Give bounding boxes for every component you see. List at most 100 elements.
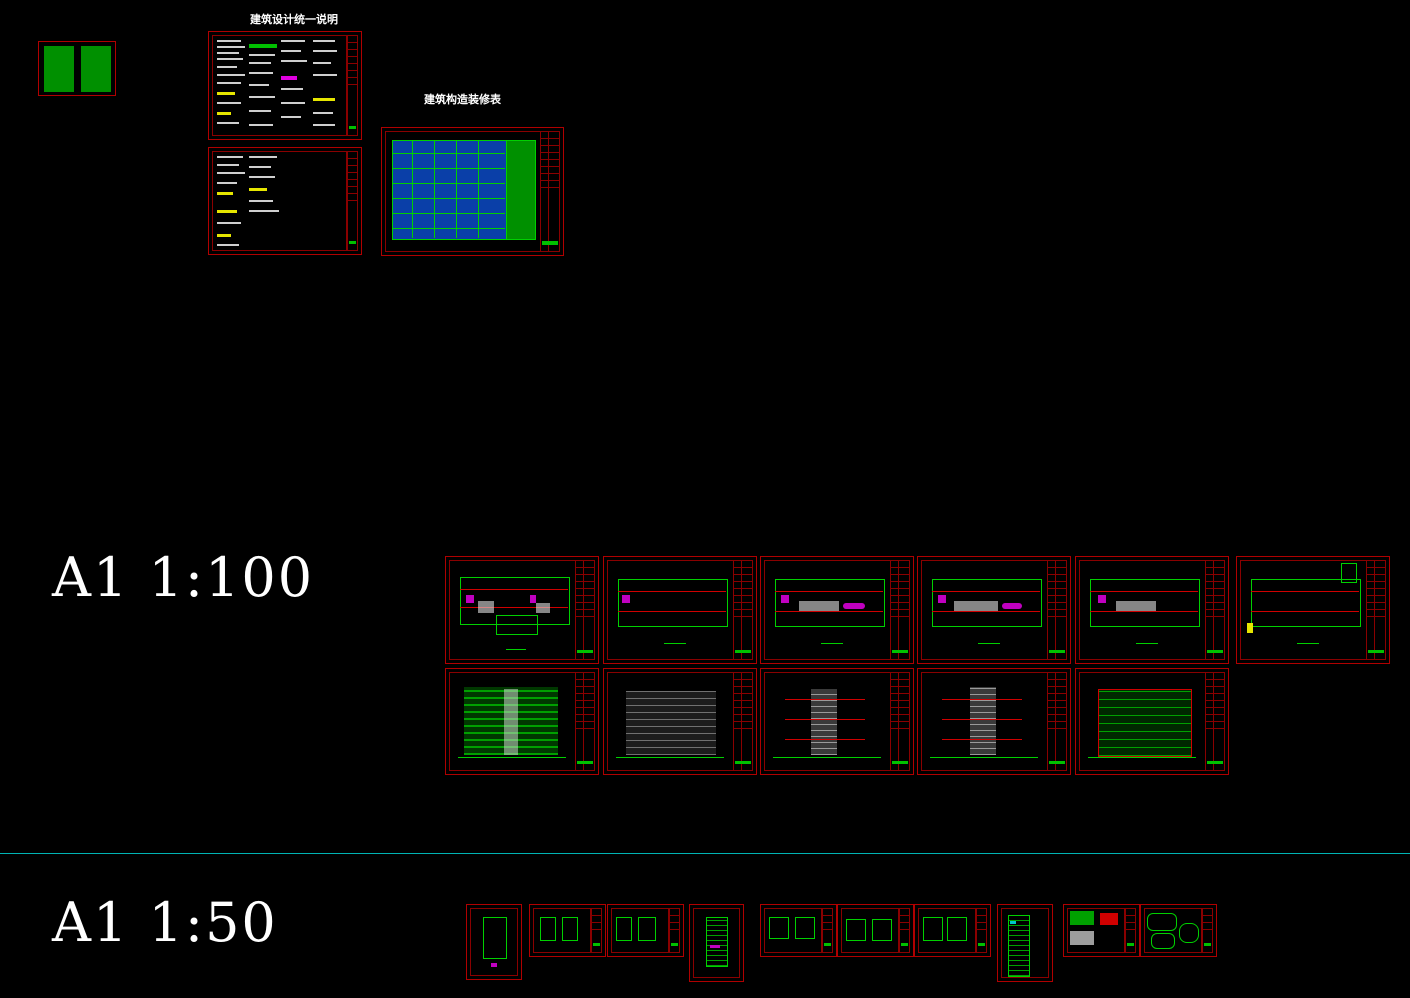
- elevation-sheet-2[interactable]: [603, 668, 757, 775]
- highlight-magenta: [281, 76, 297, 80]
- title-block: [1202, 908, 1213, 953]
- highlight-yellow: [217, 234, 231, 237]
- axis-line: [775, 611, 883, 612]
- table-col-line: [456, 140, 457, 238]
- text-line: [249, 84, 269, 86]
- detail-sheet-6[interactable]: [914, 904, 991, 957]
- design-notes-sheet-1[interactable]: [208, 31, 362, 140]
- roof-plan-sheet[interactable]: [1236, 556, 1390, 664]
- elevation-sheet-1[interactable]: [445, 668, 599, 775]
- axis-line: [1251, 611, 1359, 612]
- sheet-border: [918, 908, 976, 953]
- text-line: [217, 74, 245, 76]
- detail-outline: [1151, 933, 1175, 949]
- text-line: [281, 102, 305, 104]
- room-block: [938, 595, 946, 603]
- detail-sheet-2[interactable]: [529, 904, 606, 957]
- finish-table-heading: 建筑构造装修表: [424, 93, 501, 106]
- scale-label-1-50: A1 1:50: [52, 891, 278, 954]
- floor-plan-sheet-5[interactable]: [1075, 556, 1229, 664]
- sheet-border: [607, 560, 742, 660]
- side-facade: [811, 689, 837, 755]
- floor-plan-sheet-3[interactable]: [760, 556, 914, 664]
- floor-plan-outline: [460, 577, 570, 625]
- detail-sheet-3[interactable]: [607, 904, 684, 957]
- ground-line: [616, 757, 724, 758]
- floor-plan-outline: [618, 579, 728, 627]
- title-block: [890, 560, 910, 660]
- table-row-line: [392, 183, 505, 184]
- finish-table-sheet[interactable]: [381, 127, 564, 256]
- sheet-border: [921, 560, 1056, 660]
- title-block: [1366, 560, 1386, 660]
- text-line: [249, 210, 279, 212]
- table-col-line: [434, 140, 435, 238]
- axis-line: [460, 589, 568, 590]
- floor-plan-outline: [932, 579, 1042, 627]
- title-block: [347, 151, 358, 251]
- title-block: [1125, 908, 1136, 953]
- sheet-border: [212, 151, 347, 251]
- stair-core: [1341, 563, 1357, 583]
- design-notes-sheet-2[interactable]: [208, 147, 362, 255]
- title-block: [976, 908, 987, 953]
- table-row-line: [392, 168, 505, 169]
- drawing-index-sheet[interactable]: [38, 41, 116, 96]
- text-line: [313, 50, 337, 52]
- stair-detail-sheet-2[interactable]: [997, 904, 1053, 982]
- floor-plan-sheet-2[interactable]: [603, 556, 757, 664]
- detail-sheet-1[interactable]: [466, 904, 522, 980]
- sheet-border: [764, 560, 899, 660]
- floor-plan-sheet-1[interactable]: [445, 556, 599, 664]
- section-sheet[interactable]: [1075, 668, 1229, 775]
- legend-table: [506, 140, 536, 240]
- sheet-border: [1079, 560, 1214, 660]
- highlight-yellow: [249, 188, 267, 191]
- text-line: [281, 60, 307, 62]
- axis-line: [775, 591, 883, 592]
- text-line: [281, 50, 301, 52]
- sheet-caption: [506, 649, 526, 650]
- stair-detail-sheet-1[interactable]: [689, 904, 744, 982]
- detail-mark: [710, 945, 720, 948]
- detail-sheet-5[interactable]: [837, 904, 914, 957]
- text-line: [313, 62, 331, 64]
- detail-sheet-8[interactable]: [1140, 904, 1217, 957]
- furniture-block: [799, 601, 839, 611]
- room-block: [466, 595, 474, 603]
- meeting-table: [843, 603, 865, 609]
- text-line: [217, 46, 245, 48]
- axis-line: [932, 591, 1040, 592]
- finish-table-grid: [392, 140, 507, 240]
- ground-line: [773, 757, 881, 758]
- title-block: [1205, 560, 1225, 660]
- title-block: [347, 35, 358, 136]
- room-block: [622, 595, 630, 603]
- index-table-right: [81, 46, 111, 92]
- floor-plan-outline: [1090, 579, 1200, 627]
- room-block: [1098, 595, 1106, 603]
- detail-sheet-7[interactable]: [1063, 904, 1140, 957]
- side-facade: [970, 687, 996, 755]
- sheet-border: [385, 131, 549, 252]
- highlight-green: [249, 44, 277, 48]
- room-block: [530, 595, 536, 603]
- title-block: [540, 131, 560, 252]
- furniture-block: [1116, 601, 1156, 611]
- detail-outline: [795, 917, 815, 939]
- floor-plan-sheet-4[interactable]: [917, 556, 1071, 664]
- text-line: [217, 164, 239, 166]
- title-block: [591, 908, 602, 953]
- side-elevation-sheet-2[interactable]: [917, 668, 1071, 775]
- sheet-caption: [664, 643, 686, 644]
- detail-outline: [483, 917, 507, 959]
- sheet-caption: [978, 643, 1000, 644]
- text-line: [217, 182, 237, 184]
- side-elevation-sheet-1[interactable]: [760, 668, 914, 775]
- detail-sheet-4[interactable]: [760, 904, 837, 957]
- title-block: [899, 908, 910, 953]
- roof-element: [1247, 623, 1253, 633]
- sheet-border: [764, 908, 822, 953]
- level-line: [942, 719, 1022, 720]
